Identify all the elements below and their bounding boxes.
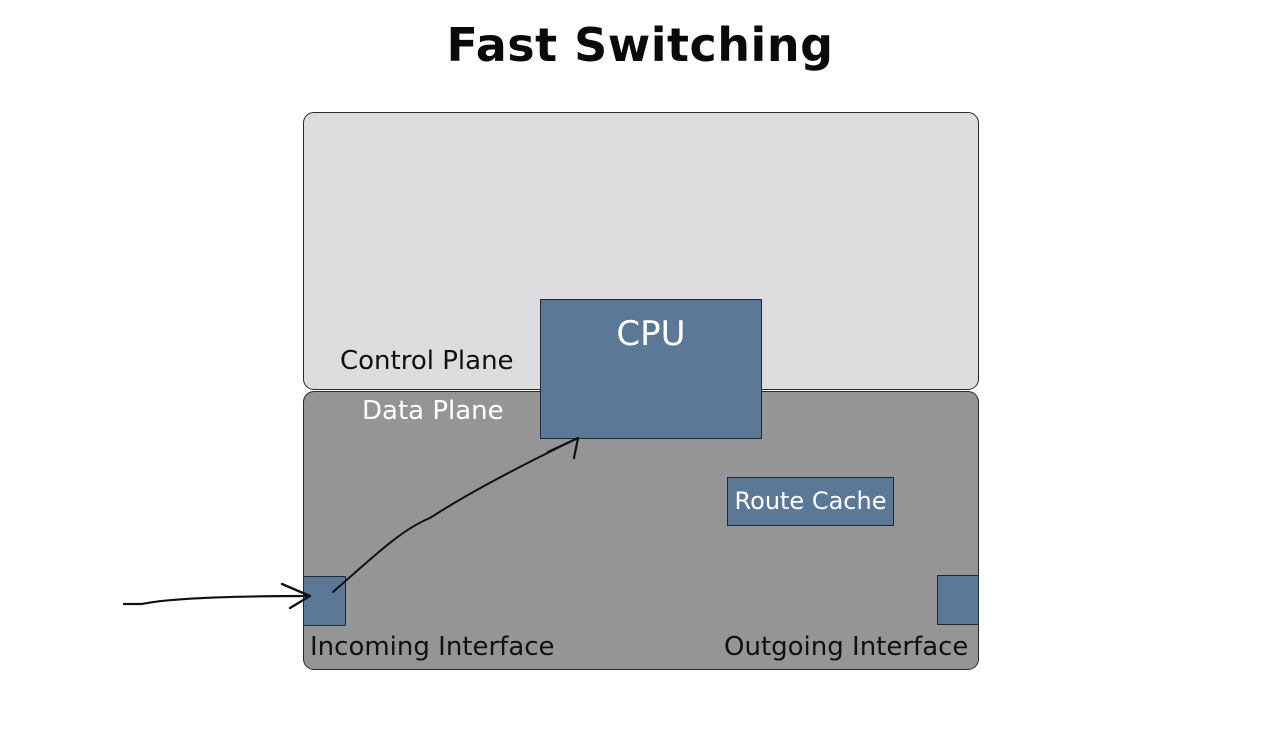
incoming-interface-label: Incoming Interface [310, 632, 555, 662]
route-cache-box: Route Cache [727, 477, 894, 526]
cpu-box: CPU [540, 299, 762, 439]
slide-title: Fast Switching [446, 18, 834, 72]
arrow-to-cpu [332, 437, 579, 593]
outgoing-interface-box [937, 575, 979, 625]
cpu-label: CPU [616, 314, 686, 354]
arrowhead-incoming [280, 582, 312, 610]
data-plane-label: Data Plane [362, 396, 504, 426]
outgoing-interface-label: Outgoing Interface [724, 632, 969, 662]
control-plane-label: Control Plane [340, 346, 514, 376]
arrow-into-incoming-interface [122, 594, 312, 606]
arrowhead-cpu [546, 436, 580, 460]
route-cache-label: Route Cache [734, 487, 887, 515]
